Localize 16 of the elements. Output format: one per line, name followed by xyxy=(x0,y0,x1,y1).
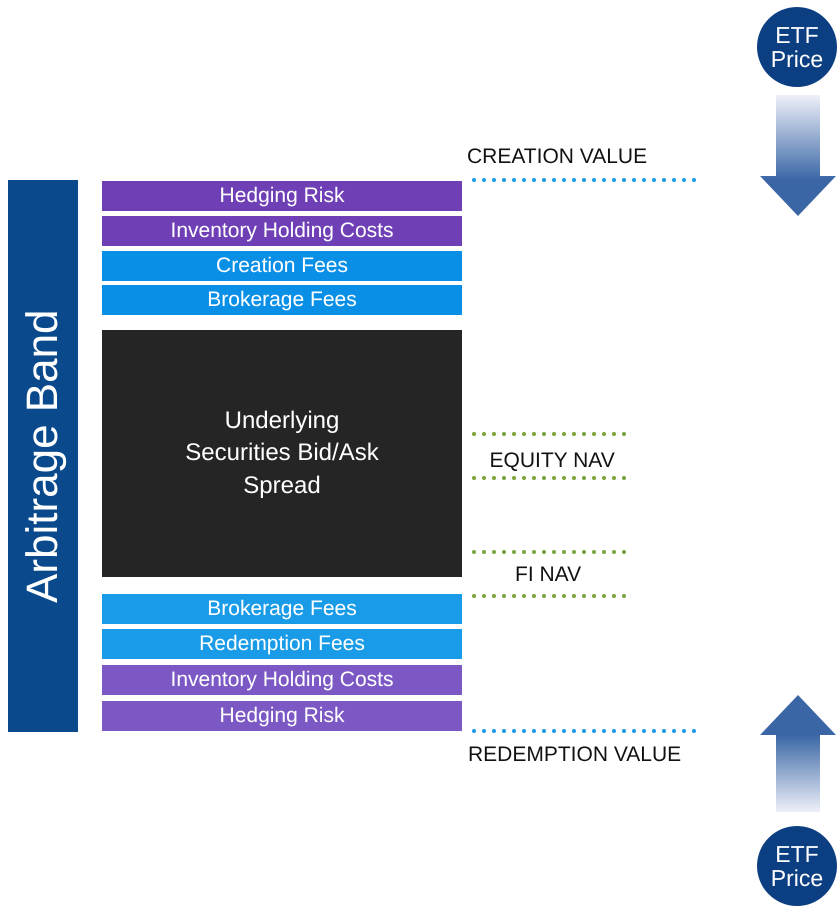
fee-bar: Redemption Fees xyxy=(102,629,462,659)
price-circle: ETF Price xyxy=(757,7,837,87)
value-label: EQUITY NAV xyxy=(490,449,615,473)
price-circle: ETF Price xyxy=(757,826,837,906)
value-label: CREATION VALUE xyxy=(467,145,648,169)
band-bar: Arbitrage Band xyxy=(8,180,78,732)
fee-bar: Brokerage Fees xyxy=(102,285,462,315)
cost-bar: Hedging Risk xyxy=(102,181,462,211)
value-label: REDEMPTION VALUE xyxy=(468,743,682,767)
cost-bar: Hedging Risk xyxy=(102,701,462,731)
cost-bar: Inventory Holding Costs xyxy=(102,665,462,695)
spread-block: Underlying Securities Bid/Ask Spread xyxy=(102,330,462,577)
value-label: FI NAV xyxy=(515,563,582,587)
fee-bar: Creation Fees xyxy=(102,251,462,281)
fee-bar: Brokerage Fees xyxy=(102,594,462,624)
cost-bar: Inventory Holding Costs xyxy=(102,216,462,246)
